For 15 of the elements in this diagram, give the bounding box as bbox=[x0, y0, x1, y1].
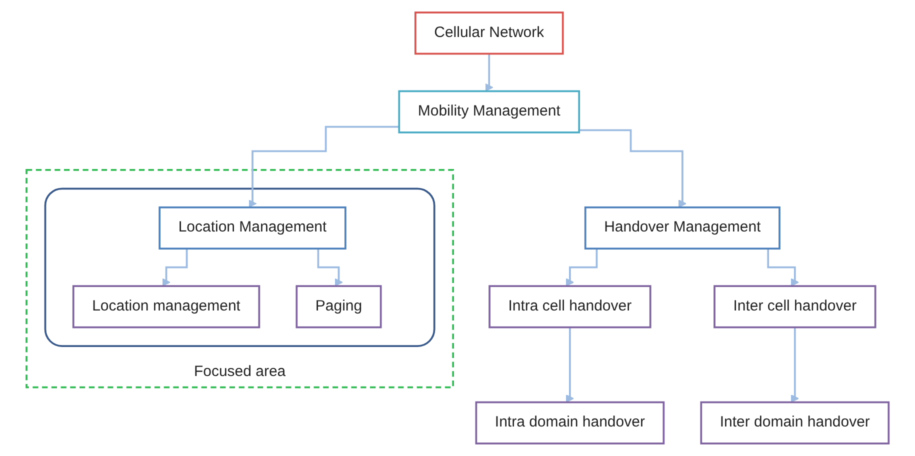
process-box: Cellular Network bbox=[414, 12, 564, 55]
process-box: Mobility Management bbox=[398, 90, 580, 134]
process-box: Inter cell handover bbox=[713, 285, 876, 328]
process-box: Intra domain handover bbox=[475, 401, 665, 444]
process-box: Location management bbox=[72, 285, 260, 328]
arrow bbox=[790, 326, 799, 403]
process-box: Inter domain handover bbox=[700, 401, 890, 444]
arrow bbox=[579, 129, 686, 208]
arrow bbox=[484, 52, 494, 92]
arrow bbox=[248, 126, 400, 208]
arrow bbox=[566, 326, 574, 403]
process-box: Intra cell handover bbox=[488, 285, 652, 328]
process-box: Handover Management bbox=[584, 206, 780, 250]
process-box: Paging bbox=[296, 285, 382, 328]
process-box: Location Management bbox=[158, 206, 346, 250]
